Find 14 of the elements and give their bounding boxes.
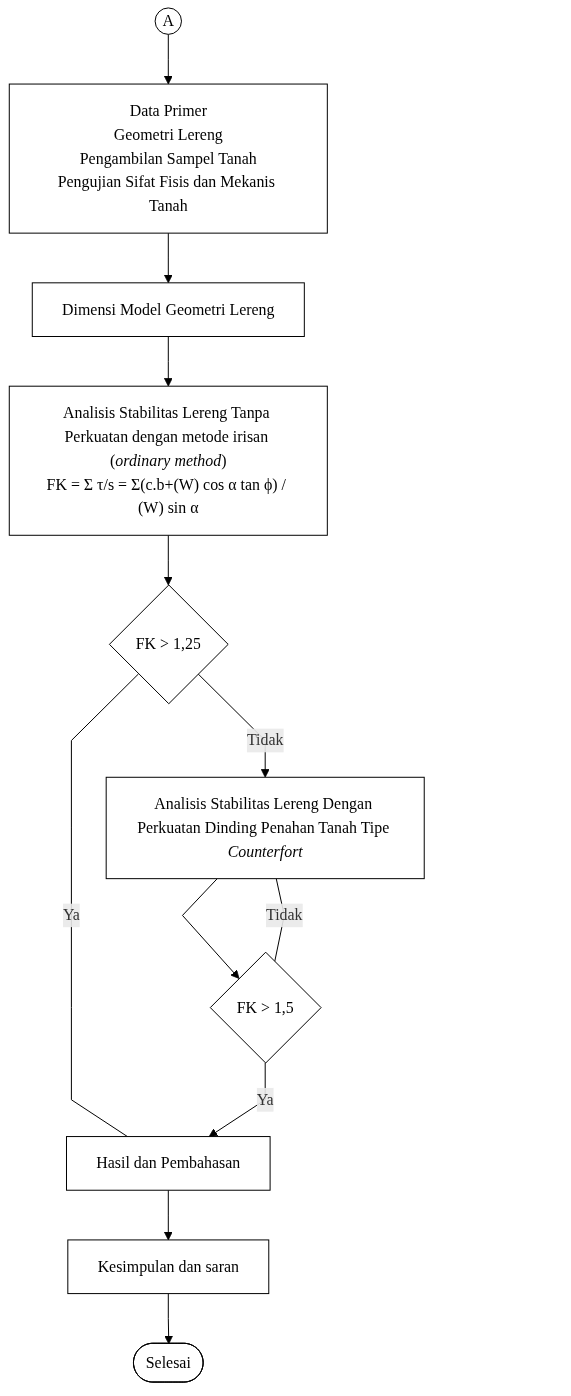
connector bbox=[70, 673, 139, 1138]
edge-label: Tidak bbox=[246, 731, 284, 749]
edge-label: Ya bbox=[256, 1090, 274, 1108]
edge-label: Ya bbox=[62, 906, 80, 924]
node-diamond: FK > 1,5 bbox=[209, 951, 322, 1064]
node-circle: A bbox=[154, 7, 182, 35]
node-box: Analisis Stabilitas Lereng Tanpa Perkuatan dengan metode irisan (ordinary method) FK = Σ τ/s = Σ(c.b+(W) cos α tan ϕ) / (W) sin α bbox=[8, 385, 328, 536]
node-box: Data Primer Geometri Lereng Pengambilan Sampel Tanah Pengujian Sifat Fisis dan Mekanis Tanah bbox=[8, 83, 328, 234]
node-box: Dimensi Model Geometri Lereng bbox=[31, 282, 305, 337]
node-box: Hasil dan Pembahasan bbox=[66, 1136, 271, 1191]
node-box: Kesimpulan dan saran bbox=[67, 1239, 270, 1295]
node-box: Analisis Stabilitas Lereng Dengan Perkuatan Dinding Penahan Tanah Tipe Counterfort bbox=[105, 776, 425, 880]
node-diamond: FK > 1,25 bbox=[108, 584, 229, 705]
edge-label: Tidak bbox=[266, 906, 303, 924]
